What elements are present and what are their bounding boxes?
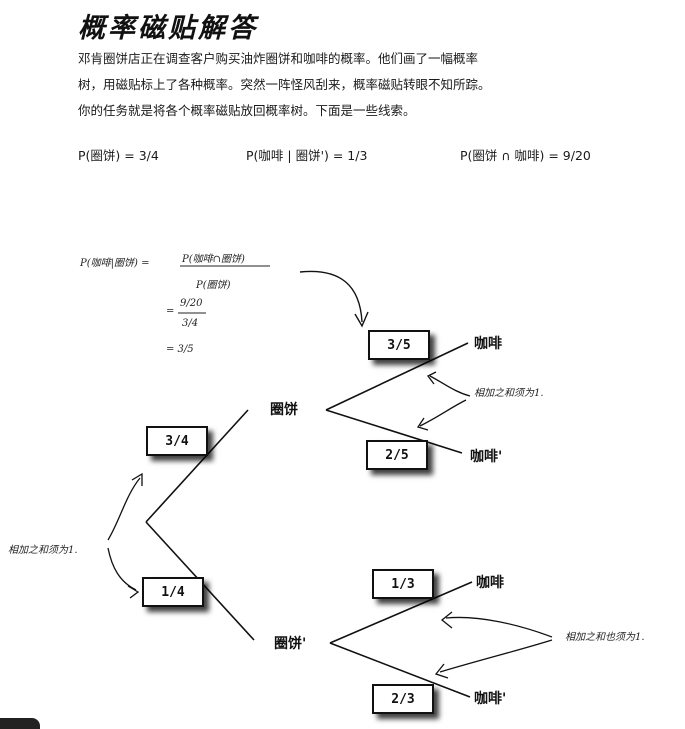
note-sum-top: 相加之和须为1. <box>474 388 544 399</box>
note-sum-left: 相加之和须为1. <box>8 545 78 556</box>
branch-donut-coffee <box>325 342 469 411</box>
page-corner-tab <box>0 718 40 729</box>
intro-paragraph: 邓肯圈饼店正在调查客户购买油炸圈饼和咖啡的概率。他们画了一幅概率 树，用磁贴标上… <box>78 46 558 124</box>
magnet-p-not-coffee-given-not-donut: 2/3 <box>372 684 434 714</box>
node-donut: 圈饼 <box>270 402 298 418</box>
clue-p-donut: P(圈饼) = 3/4 <box>78 148 159 163</box>
note-sum-bottom: 相加之和也须为1. <box>565 632 645 643</box>
clue-p-coffee-given-not-donut: P(咖啡 | 圈饼') = 1/3 <box>246 148 368 163</box>
magnet-p-not-coffee-given-donut: 2/5 <box>366 440 428 470</box>
leaf-coffee-bottom: 咖啡 <box>476 575 504 591</box>
arrow-sum-left-up <box>107 477 141 541</box>
arrow-sum-bottom-down <box>439 639 553 673</box>
work-lhs: P(咖啡|圈饼) = <box>80 258 150 269</box>
arrow-sum-top-down <box>419 399 467 427</box>
work-step-denominator: 3/4 <box>182 318 199 329</box>
work-step-eq: = <box>166 306 175 317</box>
magnet-p-donut: 3/4 <box>146 426 208 456</box>
branch-not-donut-not-coffee <box>329 642 471 698</box>
intro-line-2: 树，用磁贴标上了各种概率。突然一阵怪风刮来，概率磁贴转眼不知所踪。 <box>78 77 491 92</box>
arrow-sum-left-down <box>107 547 137 591</box>
arrow-sum-bottom-up <box>445 616 553 638</box>
arrow-sum-top-up <box>429 375 471 397</box>
work-step-numerator: 9/20 <box>180 298 203 309</box>
branch-not-donut-coffee <box>329 581 473 644</box>
node-not-donut: 圈饼' <box>274 636 307 652</box>
work-denominator: P(圈饼) <box>196 280 231 291</box>
leaf-not-coffee-bottom: 咖啡' <box>474 691 507 707</box>
arrow-work-to-magnet <box>299 270 363 323</box>
branch-root-donut <box>145 409 249 523</box>
branch-donut-not-coffee <box>325 409 463 454</box>
intro-line-1: 邓肯圈饼店正在调查客户购买油炸圈饼和咖啡的概率。他们画了一幅概率 <box>78 51 479 66</box>
page-title: 概率磁贴解答 <box>78 13 258 44</box>
intro-line-3: 你的任务就是将各个概率磁贴放回概率树。下面是一些线索。 <box>78 103 416 118</box>
leaf-coffee-top: 咖啡 <box>474 336 502 352</box>
work-numerator: P(咖啡∩圈饼) <box>182 254 245 265</box>
magnet-p-not-donut: 1/4 <box>142 577 204 607</box>
work-result: = 3/5 <box>166 344 194 355</box>
magnet-p-coffee-given-donut: 3/5 <box>368 330 430 360</box>
leaf-not-coffee-top: 咖啡' <box>470 449 503 465</box>
magnet-p-coffee-given-not-donut: 1/3 <box>372 569 434 599</box>
clue-p-donut-and-coffee: P(圈饼 ∩ 咖啡) = 9/20 <box>460 148 591 163</box>
